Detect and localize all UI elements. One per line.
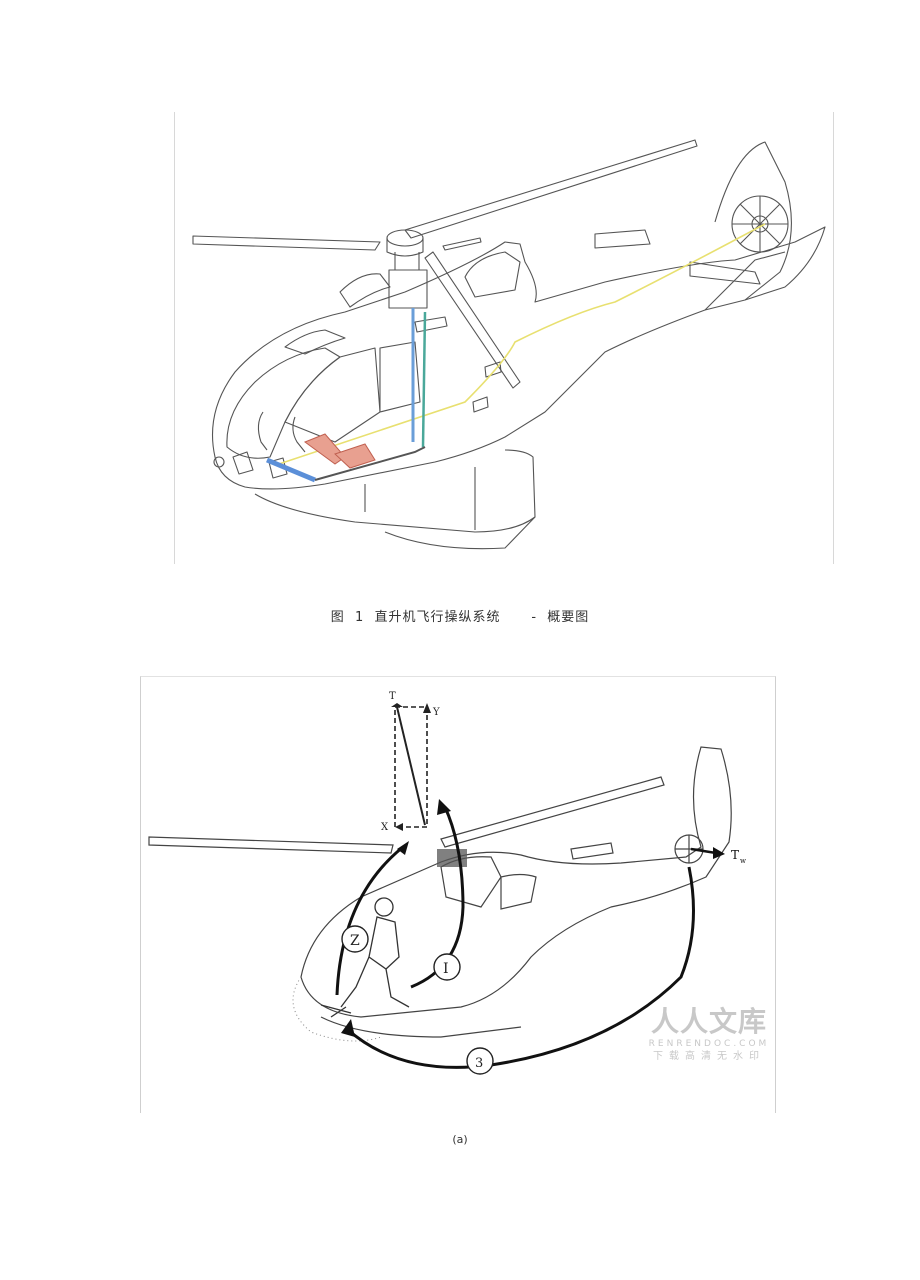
pedal-right [268, 457, 288, 479]
rotor-blade-left [192, 235, 381, 251]
resultant-vector [396, 706, 426, 826]
rotor-blade-front [424, 251, 521, 389]
tail-thrust-label: T [731, 848, 739, 862]
figure-1-helicopter-controls [174, 112, 834, 564]
circle-marker-3: 3 [466, 1047, 494, 1075]
figure-2-caption: (a) [452, 1133, 468, 1146]
collective-lever-red [303, 433, 346, 465]
fuselage [212, 226, 826, 490]
pilot-figure [320, 897, 410, 1018]
pilot-head [374, 897, 394, 917]
rotor-blade-right [440, 776, 665, 848]
watermark-url: RENRENDOC.COM [648, 1039, 770, 1049]
landing-skid [254, 449, 536, 533]
rotor-hub [386, 229, 424, 247]
fuselage [300, 746, 732, 1018]
cyclic-rod-blue [266, 457, 316, 483]
side-window-rear [379, 341, 421, 413]
vector-label-x: X [381, 822, 389, 833]
rotor-head [437, 849, 467, 867]
tail-thrust-subscript: w [740, 857, 746, 865]
rotor-blade-left [148, 836, 394, 854]
pedal-left [232, 451, 254, 475]
horizontal-stabilizer-left [594, 229, 651, 249]
svg-text:3: 3 [475, 1056, 483, 1071]
top-window [339, 273, 391, 308]
vertical-fin [714, 141, 792, 301]
watermark: 人人文库 RENRENDOC.COM 下载高清无水印 [644, 1006, 774, 1064]
tail-rotor-control-cable [278, 223, 766, 465]
circle-marker-2: Z [341, 925, 369, 953]
vector-label-t: T [389, 691, 396, 702]
control-linkage [314, 446, 426, 481]
figure-1-caption: 图 1 直升机飞行操纵系统 - 概要图 [330, 610, 590, 625]
vertical-control-rod-green [421, 311, 427, 448]
figure-2-force-diagram: T Y X T w [140, 676, 776, 1113]
landing-skid [320, 1016, 522, 1038]
side-window-front [284, 347, 381, 443]
svg-text:Z: Z [350, 933, 360, 949]
swashplate-assembly [388, 269, 428, 309]
watermark-main: 人人文库 [650, 1005, 767, 1038]
circle-marker-1: I [433, 953, 461, 981]
helicopter-controls-drawing [192, 139, 826, 550]
horizontal-stabilizer-right [689, 261, 761, 285]
nose-light [213, 456, 225, 468]
watermark-sub: 下载高清无水印 [653, 1051, 765, 1062]
vector-label-y: Y [432, 707, 440, 718]
horizontal-stabilizer [570, 842, 614, 860]
tail-thrust-arrow [690, 847, 717, 855]
arrow-path-2 [335, 845, 404, 996]
svg-text:I: I [443, 961, 449, 977]
rotor-blade-right [404, 139, 698, 239]
arrow-path-3 [346, 866, 695, 1069]
vector-rectangle [394, 706, 428, 828]
force-diagram-drawing: T Y X T w [148, 691, 746, 1075]
